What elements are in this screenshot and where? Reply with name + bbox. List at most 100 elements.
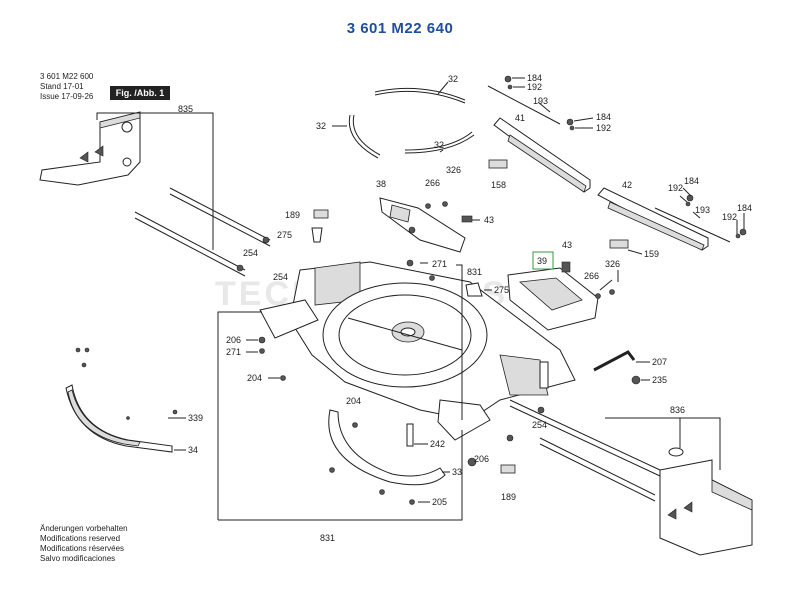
callout-831-b: 831 [320,533,335,543]
callout-193-a: 193 [533,96,548,106]
callout-189-a: 189 [285,210,300,220]
fence-42-assembly: 42 192 184 193 192 184 159 [597,176,752,259]
leader-831-left [217,311,262,520]
base-front-foot [437,399,491,441]
callout-184-a: 184 [527,73,542,83]
right-rod-upper [509,399,661,471]
callout-41: 41 [515,113,525,123]
screw-184-a [504,75,512,83]
leader-192c [679,195,688,203]
left-small-parts: 206 271 204 254 254 [217,248,288,520]
label-sticker-158 [488,159,508,169]
fence-39-face [519,277,583,311]
callout-831-a: 831 [467,267,482,277]
screw-184-d [739,228,747,236]
callout-33: 33 [452,467,462,477]
screw-326-b [609,289,615,295]
callout-204-a: 204 [247,373,262,383]
hex-key-group: 207 235 [593,350,667,385]
callout-158: 158 [491,180,506,190]
callout-266-a: 266 [425,178,440,188]
leader-836 [605,417,721,470]
knob-43-a [461,215,473,223]
footer-line-de: Änderungen vorbehalten [40,524,128,533]
callout-192-d: 192 [722,212,737,222]
document-footer: Änderungen vorbehalten Modifications res… [40,524,128,564]
left-rod-lower [169,187,271,241]
label-sticker-189a [313,209,329,219]
callout-34: 34 [188,445,198,455]
callout-207: 207 [652,357,667,367]
right-rod-lower-edge [539,443,656,502]
lower-arc-assembly: 204 242 206 33 205 831 189 [218,396,516,543]
fence-39-assembly: 39 43 326 266 [507,240,620,331]
callout-266-b: 266 [584,271,599,281]
callout-326-b: 326 [605,259,620,269]
footer-line-es: Salvo modificaciones [40,554,116,563]
left-rod-lower-edge [169,193,271,247]
figure-badge: Fig. /Abb. 1 [110,86,170,100]
footer-line-fr: Modifications réservées [40,544,125,553]
fence-42-rod [654,207,731,243]
fence-38-slot [389,204,411,223]
callout-192-c: 192 [668,183,683,193]
scale-screw-2 [84,347,90,353]
lower-arc-33 [328,409,446,486]
screw-271-a2 [429,275,435,281]
leader-831-right [456,264,463,420]
callout-32-right: 32 [434,140,444,150]
callout-326-a: 326 [446,165,461,175]
washer-192-d [735,233,741,239]
callout-254-a: 254 [243,248,258,258]
fence-41-assembly: 184 192 193 41 184 192 158 [487,73,611,193]
right-plate-arrow-mark-2 [683,501,693,513]
callout-235: 235 [652,375,667,385]
leader-184b [573,117,594,122]
base-left-arm [259,299,319,339]
leader-184c [682,187,692,197]
header-line-model: 3 601 M22 600 [40,72,94,81]
callout-275-a: 275 [277,230,292,240]
guard-arc-top [374,87,466,101]
callout-836: 836 [670,405,685,415]
callout-204-b: 204 [346,396,361,406]
callout-205: 205 [432,497,447,507]
screw-271-b [259,348,265,354]
hex-key-207 [593,350,636,372]
document-header: 3 601 M22 600 Stand 17-01 Issue 17-09-26 [40,72,93,102]
screw-204-a [280,375,286,381]
footer-line-en: Modifications reserved [40,534,121,543]
callout-43-b: 43 [562,240,572,250]
right-plate-arrow-mark [667,508,677,520]
scale-screw-3 [81,362,87,368]
callout-189-b: 189 [501,492,516,502]
right-plate-top-edge [711,479,753,511]
callout-339: 339 [188,413,203,423]
right-rod-upper-edge [509,405,661,477]
base-right-post [539,361,549,389]
leader-32a [437,81,449,95]
washer-192-b [569,125,575,131]
knob-43-b [561,261,571,273]
knob-275-a [311,227,323,243]
guard-arc-right-inner [404,134,475,154]
callout-206-b: 206 [474,454,489,464]
label-sticker-159 [609,239,629,249]
left-extension-assembly: 835 [39,104,271,277]
right-extension-end-plate [659,459,753,556]
callout-192-a: 192 [527,82,542,92]
callout-271-a: 271 [432,259,447,269]
screw-205-b [379,489,385,495]
bevel-scale-assembly: 339 34 [65,347,203,455]
callout-38: 38 [376,179,386,189]
callout-271-b: 271 [226,347,241,357]
right-plate-hole [668,447,684,457]
right-rod-lower [539,437,656,496]
guard-arc-left [348,114,379,159]
left-plate-hole [121,121,133,133]
label-sticker-189b [500,464,516,474]
left-rod-end-clip [236,264,244,272]
callout-32-top: 32 [448,74,458,84]
callout-159: 159 [644,249,659,259]
